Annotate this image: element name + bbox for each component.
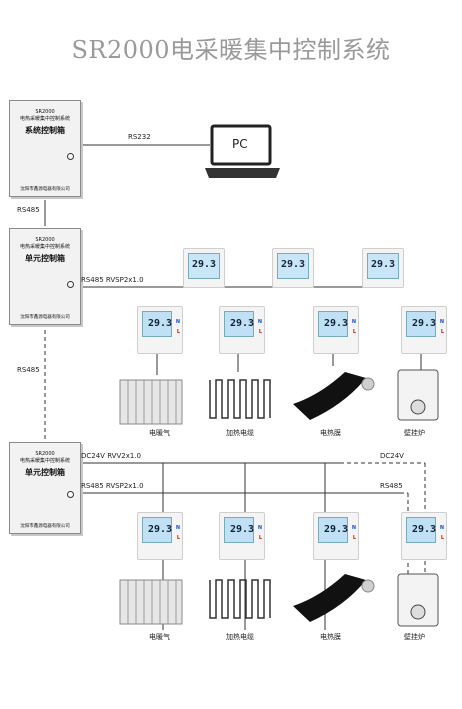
thermostat-display: 29.3	[148, 318, 173, 329]
unit-box-2-model: SR2000	[35, 451, 55, 457]
indicator-light-icon	[67, 153, 74, 160]
terminal-l: L	[352, 329, 356, 335]
thermostat-display: 29.3	[148, 524, 173, 535]
unit-box-1-company: 沈阳市鑫源电器有限公司	[20, 315, 70, 320]
unit-box-1-title: 单元控制箱	[25, 254, 65, 263]
indicator-light-icon	[67, 491, 74, 498]
device-label-cable-2: 加热电缆	[226, 633, 254, 641]
bus-label-1: RS485 RVSP2x1.0	[81, 276, 144, 284]
terminal-n: N	[351, 319, 356, 325]
wall-thermostat-top-2: 29.3	[272, 248, 314, 288]
terminal-n: N	[439, 319, 444, 325]
heating-film-icon-2	[293, 574, 375, 622]
terminal-n: N	[439, 525, 444, 531]
thermostat-display: 29.3	[324, 524, 349, 535]
unit-control-box-1: SR2000 电热采暖集中控制系统 单元控制箱 沈阳市鑫源电器有限公司	[9, 228, 81, 325]
thermostat-row1-4: 29.3 N L	[401, 306, 447, 354]
terminal-n: N	[175, 319, 180, 325]
thermostat-row1-1: 29.3 N L	[137, 306, 183, 354]
thermostat-display: 29.3	[412, 524, 437, 535]
rs485-label-mid: RS485	[17, 366, 40, 374]
terminal-l: L	[440, 535, 444, 541]
radiator-icon-2	[119, 579, 183, 625]
rs232-label: RS232	[128, 133, 151, 141]
system-box-name: 电热采暖集中控制系统	[19, 116, 70, 122]
thermostat-row2-4: 29.3 N L	[401, 512, 447, 560]
thermostat-row1-3: 29.3 N L	[313, 306, 359, 354]
unit-box-2-title: 单元控制箱	[25, 468, 65, 477]
device-label-film-1: 电热膜	[320, 429, 341, 437]
heating-cable-icon-1	[209, 379, 271, 419]
thermostat-row2-2: 29.3 N L	[219, 512, 265, 560]
terminal-l: L	[176, 535, 180, 541]
unit-box-1-model: SR2000	[35, 237, 55, 243]
wall-thermostat-top-3: 29.3	[362, 248, 404, 288]
laptop-icon	[205, 124, 280, 178]
pc-label: PC	[232, 137, 248, 151]
heating-cable-icon-2	[209, 579, 271, 619]
device-label-boiler-2: 壁挂炉	[404, 633, 425, 641]
terminal-l: L	[352, 535, 356, 541]
device-label-cable-1: 加热电缆	[226, 429, 254, 437]
system-box-title: 系统控制箱	[25, 126, 65, 135]
heating-film-icon-1	[293, 372, 375, 420]
terminal-n: N	[257, 525, 262, 531]
thermostat-display: 29.3	[371, 259, 396, 270]
thermostat-display: 29.3	[281, 259, 306, 270]
terminal-l: L	[258, 329, 262, 335]
indicator-light-icon	[67, 281, 74, 288]
thermostat-display: 29.3	[192, 259, 217, 270]
thermostat-row1-2: 29.3 N L	[219, 306, 265, 354]
terminal-n: N	[257, 319, 262, 325]
device-label-radiator-1: 电暖气	[149, 429, 170, 437]
system-box-company: 沈阳市鑫源电器有限公司	[20, 187, 70, 192]
bus-label-2: RS485 RVSP2x1.0	[81, 482, 144, 490]
thermostat-display: 29.3	[230, 318, 255, 329]
terminal-n: N	[175, 525, 180, 531]
wall-boiler-icon-1	[397, 369, 439, 421]
unit-box-2-name: 电热采暖集中控制系统	[19, 458, 70, 464]
thermostat-display: 29.3	[412, 318, 437, 329]
device-label-boiler-1: 壁挂炉	[404, 429, 425, 437]
thermostat-display: 29.3	[230, 524, 255, 535]
system-control-box: SR2000 电热采暖集中控制系统 系统控制箱 沈阳市鑫源电器有限公司	[9, 100, 81, 197]
thermostat-display: 29.3	[324, 318, 349, 329]
page-title: SR2000电采暖集中控制系统	[71, 36, 391, 64]
wall-thermostat-top-1: 29.3	[183, 248, 225, 288]
unit-box-1-name: 电热采暖集中控制系统	[19, 244, 70, 250]
unit-control-box-2: SR2000 电热采暖集中控制系统 单元控制箱 沈阳市鑫源电器有限公司	[9, 442, 81, 534]
device-label-film-2: 电热膜	[320, 633, 341, 641]
system-box-model: SR2000	[35, 109, 55, 115]
thermostat-row2-1: 29.3 N L	[137, 512, 183, 560]
power-label-2: DC24V RVV2x1.0	[81, 452, 141, 460]
wall-boiler-icon-2	[397, 573, 439, 627]
radiator-icon-1	[119, 379, 183, 425]
terminal-l: L	[258, 535, 262, 541]
rs485-label-right: RS485	[380, 482, 403, 490]
rs485-label-top: RS485	[17, 206, 40, 214]
terminal-n: N	[351, 525, 356, 531]
terminal-l: L	[440, 329, 444, 335]
device-label-radiator-2: 电暖气	[149, 633, 170, 641]
terminal-l: L	[176, 329, 180, 335]
thermostat-row2-3: 29.3 N L	[313, 512, 359, 560]
unit-box-2-company: 沈阳市鑫源电器有限公司	[20, 524, 70, 529]
dc24v-label: DC24V	[380, 452, 404, 460]
